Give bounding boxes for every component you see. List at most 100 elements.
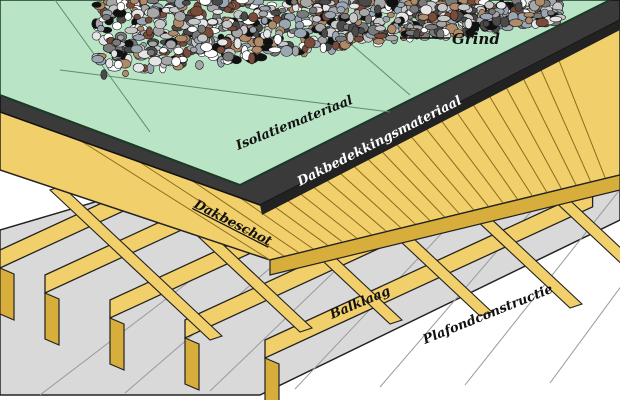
gravel-pebble — [168, 30, 179, 37]
gravel-pebble — [348, 12, 358, 24]
gravel-pebble — [116, 2, 125, 11]
gravel-pebble — [248, 12, 259, 23]
gravel-pebble — [132, 62, 145, 73]
gravel-pebble — [190, 6, 204, 17]
insulation-seam — [59, 69, 391, 113]
joist-end — [44, 292, 60, 346]
gravel-pebble — [420, 4, 433, 16]
gravel-pebble — [97, 25, 105, 33]
gravel-pebble — [296, 10, 310, 19]
gravel-pebble — [110, 49, 118, 58]
gravel-pebble — [133, 13, 141, 20]
gravel-pebble — [450, 9, 459, 21]
gravel-pebble — [488, 8, 496, 15]
gravel-pebble — [251, 45, 263, 54]
insulation-edge — [0, 0, 611, 187]
gravel-pebble — [187, 25, 198, 33]
gravel-pebble — [436, 28, 445, 40]
gravel-pebble — [514, 2, 523, 12]
gravel-pebble — [437, 3, 448, 12]
gravel-pebble — [173, 46, 184, 55]
gravel-pebble — [199, 0, 212, 6]
gravel-pebble — [318, 0, 332, 5]
gravel-pebble — [171, 56, 181, 67]
gravel-pebble — [129, 0, 139, 5]
gravel-pebble — [496, 1, 507, 10]
gravel-pebble — [386, 0, 399, 8]
gravel-pebble — [130, 44, 143, 54]
gravel-pebble — [222, 51, 235, 62]
gravel-pebble — [217, 38, 229, 47]
gravel-pebble — [256, 23, 263, 33]
gravel-pebble — [482, 20, 490, 28]
gravel-pebble — [484, 0, 495, 10]
gravel-pebble — [197, 24, 206, 34]
gravel-pebble — [413, 28, 421, 40]
gravel-pebble — [240, 11, 249, 22]
gravel-pebble — [102, 13, 111, 21]
joist-end — [264, 357, 280, 400]
gravel-pebble — [321, 28, 328, 38]
gravel-pebble — [122, 69, 129, 78]
gravel-pebble — [549, 16, 562, 23]
gravel-pebble — [91, 55, 105, 64]
gravel-pebble — [207, 18, 218, 26]
gravel-pebble — [358, 0, 372, 7]
deck-edge — [269, 174, 620, 276]
joist-end — [0, 267, 15, 321]
gravel-pebble — [249, 26, 257, 34]
ceiling-seam — [549, 286, 620, 384]
gravel-pebble — [137, 25, 145, 32]
gravel-pebble — [349, 2, 360, 10]
gravel-pebble — [200, 42, 213, 52]
gravel-pebble — [235, 0, 249, 4]
gravel-pebble — [324, 11, 337, 19]
gravel-pebble — [114, 60, 123, 69]
gravel-pebble — [259, 5, 271, 12]
gravel-pebble — [291, 45, 300, 57]
gravel-pebble — [91, 1, 102, 8]
gravel-pebble — [145, 26, 153, 37]
gravel-pebble — [132, 34, 146, 41]
gravel-pebble — [165, 39, 177, 50]
gravel-pebble — [148, 40, 158, 47]
gravel-pebble — [144, 16, 153, 24]
gravel-pebble — [273, 34, 282, 45]
gravel-pebble — [263, 29, 272, 39]
gravel-pebble — [221, 20, 233, 29]
gravel-pebble — [262, 37, 274, 47]
gravel-pebble — [374, 25, 386, 32]
gravel-pebble — [334, 35, 347, 42]
gravel-pebble — [159, 47, 168, 54]
gravel-pebble — [290, 0, 298, 6]
gravel-pebble — [437, 15, 451, 22]
gravel-pebble — [300, 0, 313, 8]
gravel-pebble — [187, 18, 201, 26]
gravel-pebble — [382, 15, 391, 23]
gravel-label: Grind — [452, 30, 500, 48]
gravel-pebble — [212, 9, 224, 15]
gravel-pebble — [223, 6, 232, 13]
gravel-pebble — [146, 0, 159, 4]
gravel-pebble — [197, 33, 208, 43]
gravel-pebble — [267, 20, 277, 30]
gravel-pebble — [124, 26, 139, 35]
gravel-pebble — [112, 21, 122, 31]
gravel-pebble — [146, 49, 156, 56]
gravel-pebble — [190, 46, 198, 53]
gravel-pebble — [332, 41, 340, 51]
gravel-pebble — [387, 12, 395, 19]
gravel-pebble — [309, 6, 318, 14]
gravel-pebble — [351, 25, 360, 37]
gravel-pebble — [294, 28, 307, 39]
gravel-pebble — [385, 34, 399, 42]
gravel-pebble — [278, 7, 287, 14]
roofing-edge — [260, 20, 620, 215]
gravel-pebble — [394, 17, 402, 24]
gravel-pebble — [417, 13, 429, 21]
gravel-pebble — [295, 20, 305, 30]
gravel-pebble — [319, 42, 327, 54]
gravel-pebble — [525, 16, 533, 25]
gravel-pebble — [509, 18, 523, 27]
